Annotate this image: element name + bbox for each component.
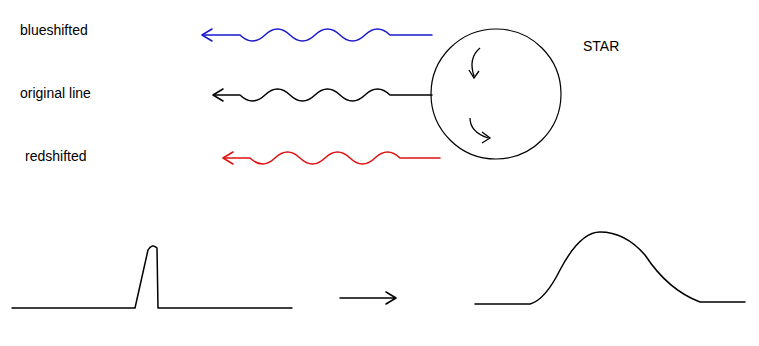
narrow-line-profile — [12, 246, 292, 308]
arrow-head — [213, 89, 223, 101]
star-circle: STAR — [430, 28, 562, 160]
rotation-arrows — [469, 48, 490, 143]
black-wave — [214, 89, 432, 101]
shift-label: original line — [20, 85, 91, 102]
red-wave — [224, 152, 440, 164]
arrow-head — [202, 29, 212, 41]
shift-label: redshifted — [25, 148, 86, 165]
transform-arrow — [340, 292, 396, 304]
blue-wave — [203, 29, 432, 41]
star-label: STAR — [583, 38, 619, 55]
shift-label: blueshifted — [20, 22, 88, 39]
star-outline — [430, 28, 562, 160]
broad-line-profile — [475, 232, 745, 304]
arrow-head — [223, 152, 233, 164]
